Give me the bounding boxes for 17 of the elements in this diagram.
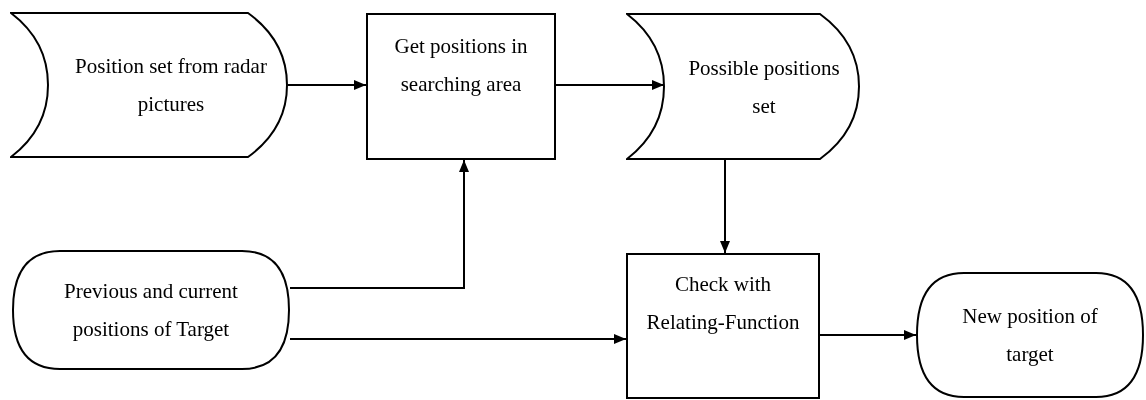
node-label: New position of target — [961, 303, 1099, 368]
node-label: Get positions in searching area — [393, 33, 529, 98]
process-box — [626, 253, 820, 399]
arrow — [287, 80, 367, 90]
arrow — [819, 330, 917, 340]
stored-data-shape — [10, 12, 288, 158]
arrow — [289, 159, 469, 289]
node-label: Possible positions set — [687, 54, 841, 120]
arrow — [289, 334, 627, 344]
stored-data-shape — [626, 13, 860, 160]
process-box — [366, 13, 556, 160]
node-label: Previous and current positions of Target — [63, 278, 239, 343]
terminal-shape — [916, 272, 1144, 398]
node-label: Check with Relating-Function — [645, 271, 801, 336]
arrow — [720, 159, 730, 254]
node-label: Position set from radar pictures — [74, 53, 268, 118]
terminal-shape — [12, 250, 290, 370]
